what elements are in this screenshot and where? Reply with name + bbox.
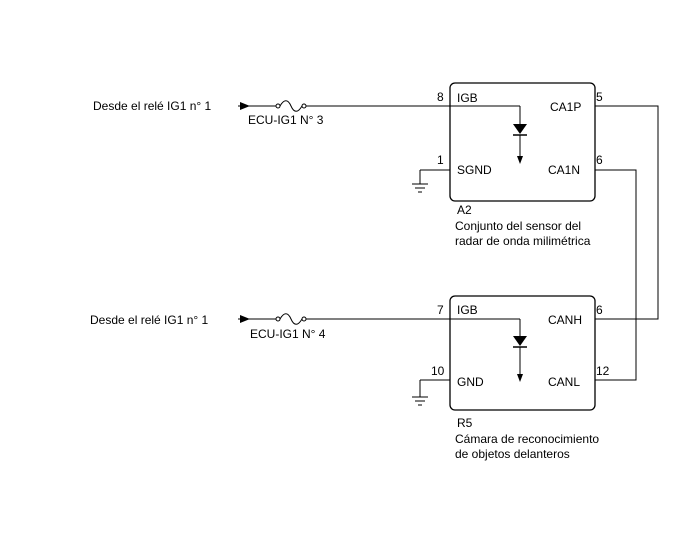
wire-ca1n-canl: [595, 169, 637, 381]
fuse-label-top: ECU-IG1 N° 3: [248, 113, 324, 127]
component-name-r5-line2: de objetos delanteros: [455, 447, 570, 461]
pin-number-ca1p-a2: 5: [596, 90, 603, 104]
pin-number-sgnd-a2: 1: [437, 153, 444, 167]
pin-name-sgnd-a2: SGND: [457, 163, 492, 177]
fuse-label-bottom: ECU-IG1 N° 4: [250, 327, 326, 341]
pin-number-igb-a2: 8: [437, 90, 444, 104]
pin-name-ca1n-a2: CA1N: [548, 163, 580, 177]
pin-name-canl-r5: CANL: [548, 375, 580, 389]
component-code-a2: A2: [457, 203, 472, 217]
component-name-a2-line2: radar de onda milimétrica: [455, 234, 591, 248]
fuse-icon: [275, 313, 307, 325]
pin-name-ca1p-a2: CA1P: [550, 100, 581, 114]
pin-name-gnd-r5: GND: [457, 375, 484, 389]
pin-name-igb-a2: IGB: [457, 91, 478, 105]
pin-number-igb-r5: 7: [437, 303, 444, 317]
component-box-r5: [449, 295, 596, 411]
pin-name-canh-r5: CANH: [548, 313, 582, 327]
component-code-r5: R5: [457, 416, 473, 430]
fuse-icon: [275, 100, 307, 112]
source-label-top: Desde el relé IG1 n° 1: [93, 99, 212, 113]
pin-name-igb-r5: IGB: [457, 303, 478, 317]
pin-number-canl-r5: 12: [596, 364, 610, 378]
component-name-a2-line1: Conjunto del sensor del: [455, 219, 581, 233]
diode-icon: [450, 318, 527, 382]
ground-icon: [412, 169, 450, 193]
pin-number-gnd-r5: 10: [431, 364, 445, 378]
pin-number-ca1n-a2: 6: [596, 153, 603, 167]
ground-icon: [412, 379, 450, 406]
component-box-a2: [449, 82, 596, 202]
wire-ca1p-canh: [595, 105, 659, 320]
component-name-r5-line1: Cámara de reconocimiento: [455, 432, 599, 446]
source-label-bottom: Desde el relé IG1 n° 1: [90, 313, 209, 327]
pin-number-canh-r5: 6: [596, 303, 603, 317]
diode-icon: [450, 105, 527, 164]
